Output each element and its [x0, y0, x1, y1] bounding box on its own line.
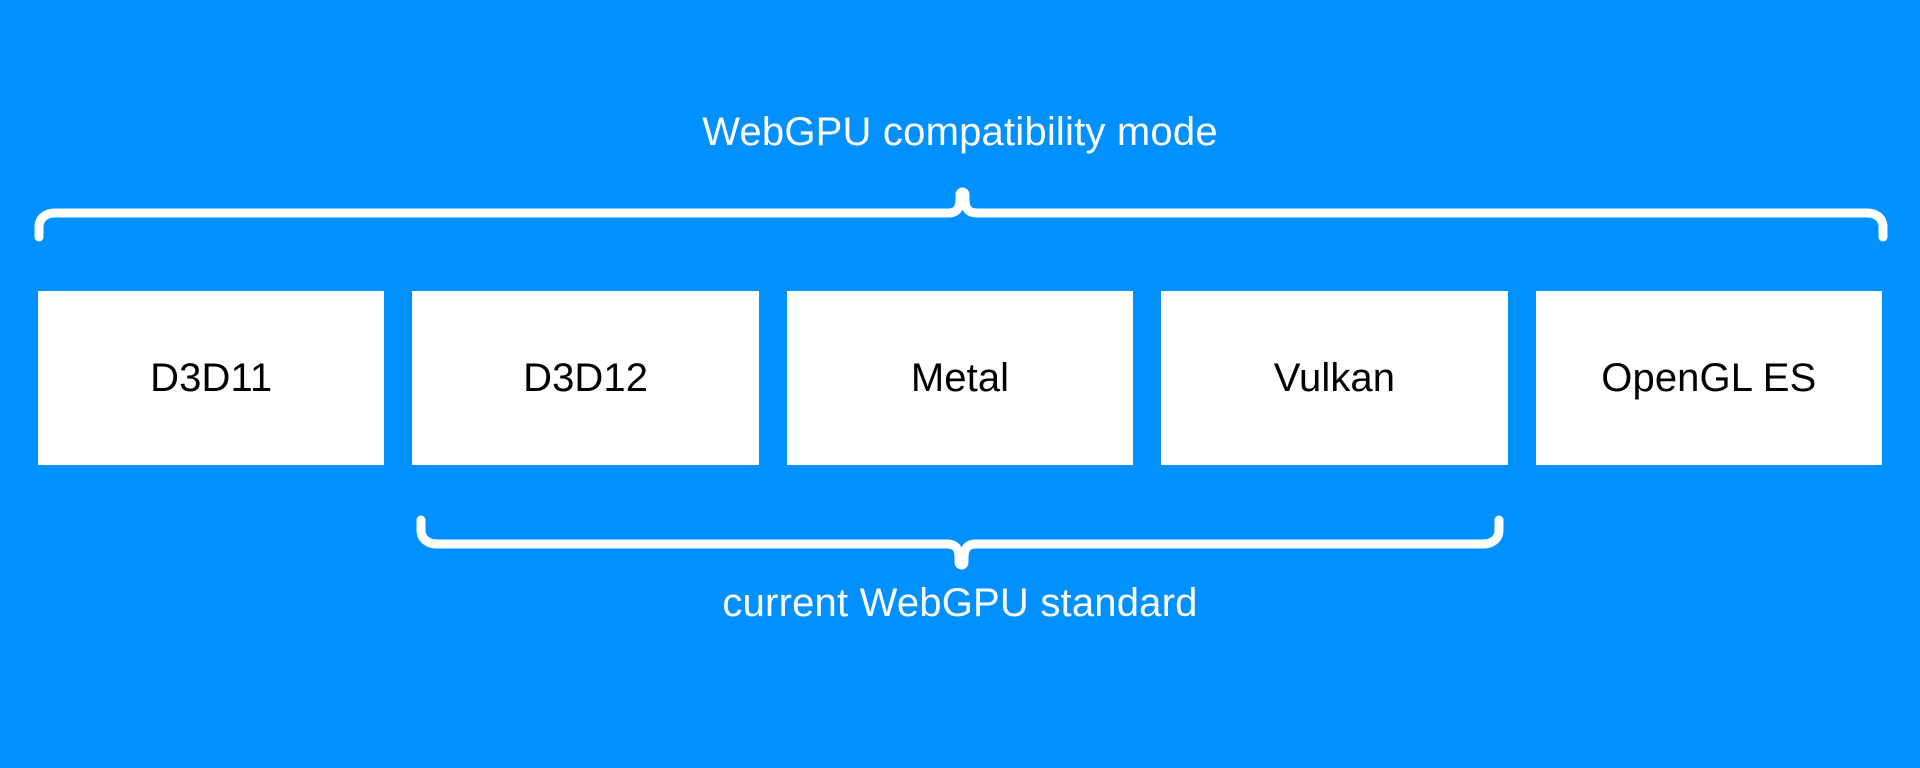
bottom-group-label: current WebGPU standard — [722, 581, 1198, 625]
api-box-d3d11[interactable]: D3D11 — [38, 291, 385, 465]
api-box-opengl-es[interactable]: OpenGL ES — [1535, 291, 1883, 465]
api-box-label: D3D12 — [523, 355, 649, 400]
api-box-label: D3D11 — [150, 355, 273, 400]
api-box-metal[interactable]: Metal — [786, 291, 1134, 465]
brace-up-icon — [34, 187, 1888, 242]
api-box-label: OpenGL ES — [1601, 355, 1817, 400]
api-box-d3d12[interactable]: D3D12 — [412, 291, 759, 465]
top-group-label: WebGPU compatibility mode — [702, 110, 1218, 154]
api-box-row: D3D11 D3D12 Metal Vulkan OpenGL ES — [38, 291, 1883, 465]
brace-down-icon — [416, 515, 1504, 570]
api-box-label: Vulkan — [1273, 355, 1396, 400]
api-box-vulkan[interactable]: Vulkan — [1161, 291, 1508, 465]
api-box-label: Metal — [910, 355, 1010, 400]
